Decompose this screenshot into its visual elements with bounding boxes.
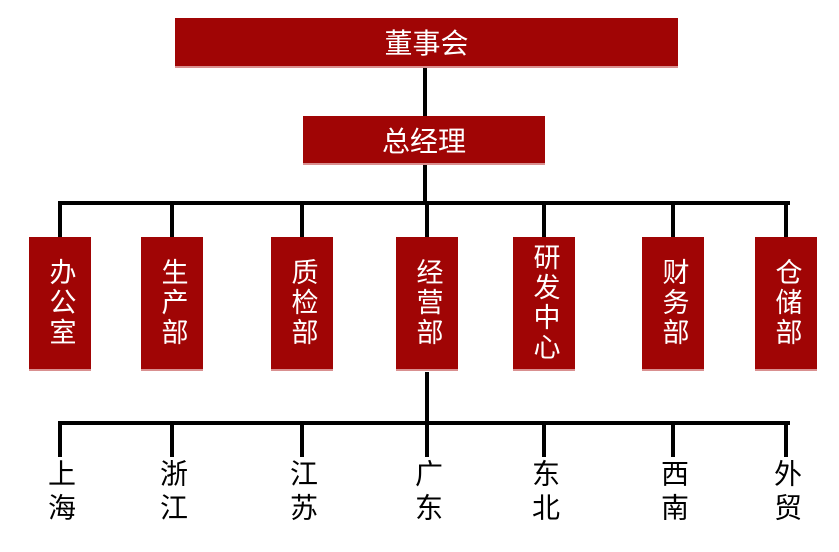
- node-dept-finance-label: 财务部: [658, 258, 689, 348]
- region-guangdong-label: 广东: [412, 459, 443, 527]
- node-dept-rnd: 研发中心: [513, 237, 575, 371]
- connector-region-foreign-trade: [784, 423, 788, 457]
- connector-manager-departments: [423, 165, 427, 203]
- connector-board-manager: [423, 68, 427, 116]
- connector-region-jiangsu: [300, 423, 304, 457]
- node-general-manager: 总经理: [303, 116, 545, 165]
- region-foreign-trade: 外贸: [770, 459, 802, 529]
- connector-dept-warehouse: [784, 203, 788, 237]
- node-dept-finance: 财务部: [642, 237, 704, 371]
- departments-bus-line: [58, 201, 790, 205]
- node-dept-production: 生产部: [141, 237, 203, 371]
- region-southwest: 西南: [657, 459, 689, 529]
- connector-region-northeast: [542, 423, 546, 457]
- region-northeast: 东北: [528, 459, 560, 529]
- region-shanghai-label: 上海: [45, 459, 76, 527]
- connector-region-shanghai: [58, 423, 62, 457]
- node-dept-office-label: 办公室: [45, 258, 76, 348]
- region-zhejiang-label: 浙江: [157, 459, 188, 527]
- connector-dept-production: [170, 203, 174, 237]
- connector-dept-office: [58, 203, 62, 237]
- node-board-label: 董事会: [384, 28, 469, 59]
- node-dept-sales: 经营部: [396, 237, 458, 371]
- node-dept-sales-label: 经营部: [412, 258, 443, 348]
- connector-region-guangdong: [425, 423, 429, 457]
- region-jiangsu-label: 江苏: [287, 459, 318, 527]
- node-dept-quality-label: 质检部: [287, 258, 318, 348]
- node-dept-office: 办公室: [29, 237, 91, 371]
- region-foreign-trade-label: 外贸: [771, 459, 802, 527]
- node-board: 董事会: [175, 18, 678, 68]
- connector-dept-sales: [425, 203, 429, 237]
- connector-dept-finance: [671, 203, 675, 237]
- node-dept-warehouse-label: 仓储部: [771, 258, 802, 348]
- region-guangdong: 广东: [411, 459, 443, 529]
- connector-dept-quality: [300, 203, 304, 237]
- region-southwest-label: 西南: [658, 459, 689, 527]
- node-dept-rnd-label: 研发中心: [529, 243, 560, 363]
- connector-region-southwest: [671, 423, 675, 457]
- region-northeast-label: 东北: [529, 459, 560, 527]
- node-dept-quality: 质检部: [271, 237, 333, 371]
- node-general-manager-label: 总经理: [381, 125, 466, 157]
- regions-bus-line: [58, 421, 790, 425]
- connector-dept-rnd: [542, 203, 546, 237]
- node-dept-production-label: 生产部: [157, 258, 188, 348]
- node-dept-warehouse: 仓储部: [755, 237, 817, 371]
- region-shanghai: 上海: [44, 459, 76, 529]
- connector-sales-regions: [425, 372, 429, 423]
- region-jiangsu: 江苏: [286, 459, 318, 529]
- connector-region-zhejiang: [170, 423, 174, 457]
- region-zhejiang: 浙江: [156, 459, 188, 529]
